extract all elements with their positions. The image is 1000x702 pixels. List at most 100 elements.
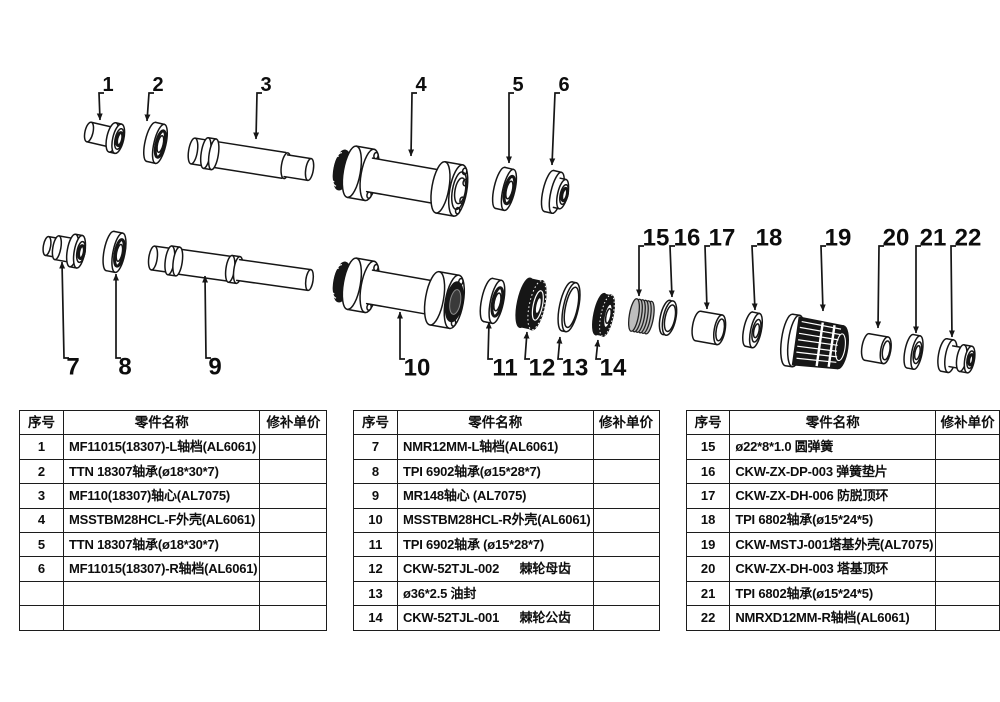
part-12-ratchet-ring xyxy=(515,277,547,331)
part-name: NMRXD12MM-R轴档(AL6061) xyxy=(729,605,937,631)
callout-label: 10 xyxy=(404,355,431,382)
leader-line xyxy=(549,92,560,166)
part-22-right-axle-cap xyxy=(937,337,976,374)
row-number xyxy=(19,580,64,607)
leader-line xyxy=(594,339,601,360)
leader-line xyxy=(819,245,826,312)
repair-price xyxy=(259,483,328,509)
callout-label: 8 xyxy=(118,354,131,381)
part-17-anti-drop-ring xyxy=(691,310,727,346)
col-header-2: 修补单价 xyxy=(935,409,1000,436)
col-header-2: 修补单价 xyxy=(259,409,328,436)
part-name xyxy=(62,605,261,631)
leader-line xyxy=(556,336,563,360)
part-1-left-axle-cap xyxy=(83,121,126,155)
part-18-bearing xyxy=(742,311,764,349)
repair-price xyxy=(592,556,660,582)
repair-price xyxy=(935,483,1000,509)
repair-price xyxy=(935,556,1000,582)
row-number: 7 xyxy=(353,434,398,460)
repair-price xyxy=(259,434,328,460)
leader-line xyxy=(202,275,211,359)
repair-price xyxy=(592,605,660,631)
table-row xyxy=(19,580,328,607)
repair-price xyxy=(592,458,660,485)
part-name: TPI 6802轴承(ø15*24*5) xyxy=(729,507,937,533)
part-5-bearing xyxy=(491,166,518,212)
repair-price xyxy=(259,458,328,485)
leader-line xyxy=(875,245,884,329)
callout-label: 1 xyxy=(102,74,113,96)
repair-price xyxy=(592,580,660,607)
leader-line xyxy=(948,245,956,338)
part-name: MR148轴心 (AL7075) xyxy=(397,483,594,509)
callout-label: 18 xyxy=(756,225,783,252)
part-11-bearing xyxy=(479,277,506,325)
part-20-freehub-top-ring xyxy=(860,332,892,365)
callout-label: 3 xyxy=(260,74,271,96)
col-header-2: 修补单价 xyxy=(592,409,660,436)
part-name xyxy=(62,580,261,607)
leader-line xyxy=(408,92,417,157)
callout-label: 13 xyxy=(562,355,589,382)
part-19-freehub-body xyxy=(779,313,849,370)
col-header-1: 零件名称 xyxy=(729,409,937,436)
row-number: 6 xyxy=(19,556,64,582)
row-number: 22 xyxy=(685,605,731,631)
repair-price xyxy=(592,434,660,460)
row-number: 11 xyxy=(353,531,398,558)
part-8-bearing xyxy=(102,230,127,274)
part-name: CKW-ZX-DH-003 塔基顶环 xyxy=(729,556,937,582)
leader-line xyxy=(913,245,921,334)
leader-line xyxy=(636,245,644,297)
callout-label: 21 xyxy=(920,225,947,252)
repair-price xyxy=(259,531,328,558)
callout-label: 11 xyxy=(492,355,517,382)
col-header-0: 序号 xyxy=(19,409,64,436)
part-name: TPI 6902轴承 (ø15*28*7) xyxy=(397,531,594,558)
col-header-0: 序号 xyxy=(685,409,731,436)
callout-label: 20 xyxy=(883,225,910,252)
row-number: 15 xyxy=(685,434,731,460)
table-row xyxy=(19,605,328,631)
leader-line xyxy=(668,245,675,298)
col-header-1: 零件名称 xyxy=(397,409,594,436)
callout-label: 4 xyxy=(415,74,427,96)
repair-price xyxy=(935,507,1000,533)
part-name: NMR12MM-L轴档(AL6061) xyxy=(397,434,594,460)
part-7-left-axle-cap xyxy=(42,233,87,269)
part-name: ø36*2.5 油封 xyxy=(397,580,594,607)
repair-price xyxy=(935,580,1000,607)
row-number: 4 xyxy=(19,507,64,533)
row-number: 12 xyxy=(353,556,398,582)
part-name: MSSTBM28HCL-R外壳(AL6061) xyxy=(397,507,594,533)
part-9-rear-axle xyxy=(147,245,315,292)
callout-label: 6 xyxy=(558,74,569,96)
callout-label: 14 xyxy=(600,355,627,382)
row-number: 8 xyxy=(353,458,398,485)
callout-label: 16 xyxy=(674,225,701,252)
leader-line xyxy=(113,273,121,359)
callout-label: 12 xyxy=(529,355,556,382)
repair-price xyxy=(935,531,1000,558)
repair-price xyxy=(592,483,660,509)
repair-price xyxy=(259,605,328,631)
callout-label: 5 xyxy=(512,74,523,96)
part-21-bearing xyxy=(903,333,924,371)
part-name: ø22*8*1.0 圆弹簧 xyxy=(729,434,937,460)
